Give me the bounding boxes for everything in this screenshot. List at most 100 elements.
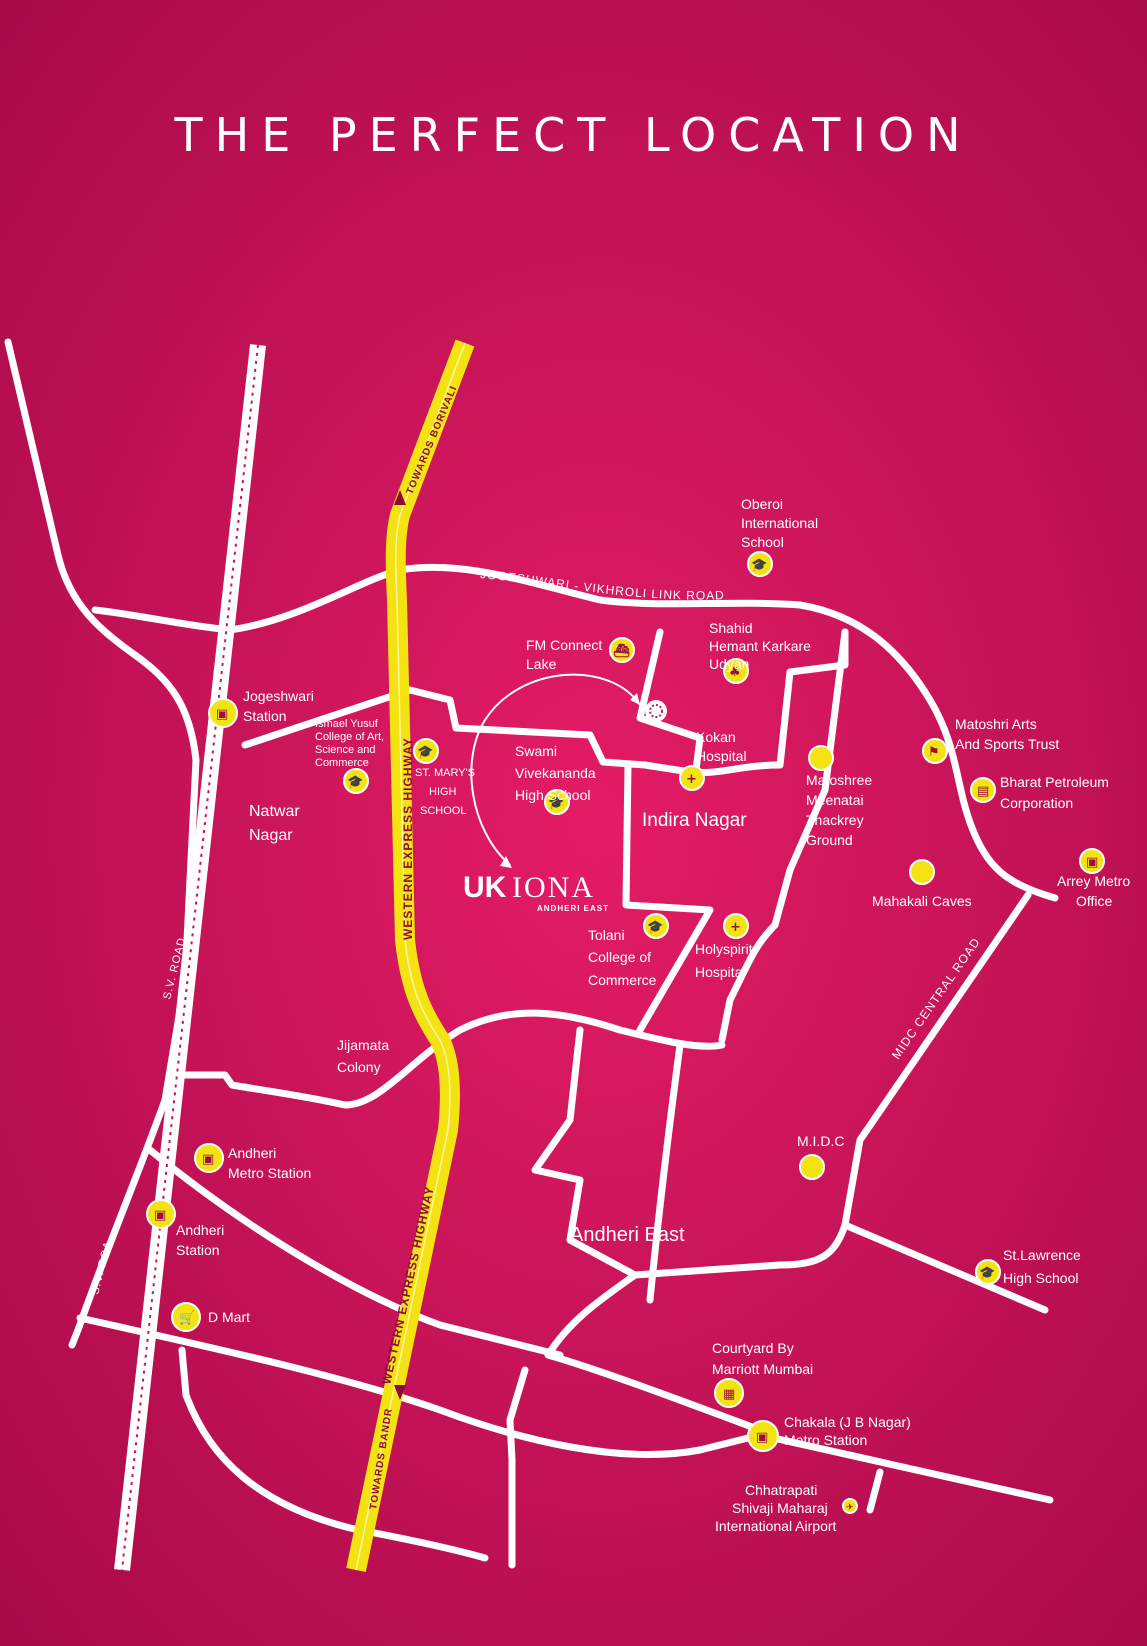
svg-text:Meenatai: Meenatai xyxy=(806,792,864,808)
logo-name: IONA xyxy=(512,871,595,904)
road-airport-spur xyxy=(866,1468,884,1514)
svg-text:SCHOOL: SCHOOL xyxy=(420,805,466,817)
svg-text:▦: ▦ xyxy=(723,1387,735,1402)
area-andheri-east: Andheri East xyxy=(570,1224,685,1246)
svg-text:Bharat Petroleum: Bharat Petroleum xyxy=(1000,774,1109,790)
svg-text:♣: ♣ xyxy=(729,665,741,680)
svg-text:Jogeshwari: Jogeshwari xyxy=(243,688,314,704)
school-icon[interactable]: 🎓 xyxy=(643,913,669,939)
hospital-icon[interactable]: + xyxy=(679,765,705,791)
label-jogeshwari-station: Jogeshwari Station xyxy=(243,688,314,724)
metro-icon[interactable]: ▣ xyxy=(747,1420,779,1452)
hospital-icon[interactable]: + xyxy=(723,913,749,939)
cart-icon[interactable]: 🛒 xyxy=(171,1302,201,1332)
svg-text:Metro Station: Metro Station xyxy=(228,1165,311,1181)
project-logo[interactable]: UK IONA ANDHERI EAST xyxy=(463,871,609,913)
area-natwar-nagar-1: Natwar xyxy=(249,803,300,820)
svg-text:▣: ▣ xyxy=(154,1208,166,1223)
logo-mark: UK xyxy=(463,871,507,904)
label-holyspirit-hospital: Holyspirit Hospital xyxy=(695,941,753,980)
svg-text:Jijamata: Jijamata xyxy=(337,1037,389,1053)
school-icon[interactable]: 🎓 xyxy=(975,1259,1001,1285)
school-icon[interactable]: 🎓 xyxy=(413,738,439,764)
airport-icon[interactable]: ✈ xyxy=(842,1498,858,1514)
svg-text:⛴: ⛴ xyxy=(613,643,630,659)
road-network xyxy=(4,338,1059,1569)
caves-icon[interactable] xyxy=(909,859,935,885)
svg-text:Lake: Lake xyxy=(526,656,557,672)
svg-text:International: International xyxy=(741,515,818,531)
sports-icon[interactable]: ⚑ xyxy=(922,738,948,764)
metro-icon[interactable]: ▣ xyxy=(1079,848,1105,874)
svg-text:Chakala (J B Nagar): Chakala (J B Nagar) xyxy=(784,1414,911,1430)
svg-text:Thackrey: Thackrey xyxy=(806,812,864,828)
road-holyspirit-south xyxy=(646,1041,684,1304)
road-st-lawrence xyxy=(841,1221,1049,1314)
svg-text:+: + xyxy=(686,772,697,787)
svg-text:Courtyard By: Courtyard By xyxy=(712,1340,794,1356)
area-indira-nagar: Indira Nagar xyxy=(642,810,747,831)
area-natwar-nagar-2: Nagar xyxy=(249,827,293,844)
svg-text:Kokan: Kokan xyxy=(696,729,736,745)
label-andheri-metro: Andheri Metro Station xyxy=(228,1145,311,1181)
svg-text:Science and: Science and xyxy=(315,744,376,756)
svg-text:HIGH: HIGH xyxy=(429,786,457,798)
svg-text:Tolani: Tolani xyxy=(588,927,625,943)
svg-text:🎓: 🎓 xyxy=(548,796,564,811)
label-ismael-college: Ismael Yusuf College of Art, Science and… xyxy=(315,718,384,769)
label-swami-vivekananda: Swami Vivekananda High School xyxy=(515,743,596,803)
svg-text:M.I.D.C: M.I.D.C xyxy=(797,1133,844,1149)
svg-text:School: School xyxy=(741,534,784,550)
svg-text:High School: High School xyxy=(515,787,591,803)
label-fm-lake: FM Connect Lake xyxy=(526,637,602,672)
svg-text:Matoshri Arts: Matoshri Arts xyxy=(955,716,1037,732)
svg-text:And Sports Trust: And Sports Trust xyxy=(955,736,1059,752)
train-icon[interactable]: ▣ xyxy=(208,698,238,728)
svg-text:Shahid: Shahid xyxy=(709,620,753,636)
road-dmart xyxy=(76,1314,1054,1504)
svg-text:🎓: 🎓 xyxy=(647,920,663,935)
midc-icon[interactable] xyxy=(799,1154,825,1180)
boat-icon[interactable]: ⛴ xyxy=(609,637,635,663)
svg-text:▤: ▤ xyxy=(977,784,989,799)
metro-icon[interactable]: ▣ xyxy=(194,1143,224,1173)
svg-text:International Airport: International Airport xyxy=(715,1518,837,1534)
page-title: THE PERFECT LOCATION xyxy=(174,108,973,162)
label-andheri-station: Andheri Station xyxy=(176,1222,224,1258)
svg-text:Corporation: Corporation xyxy=(1000,795,1073,811)
svg-text:Ismael Yusuf: Ismael Yusuf xyxy=(315,718,379,730)
road-south-vertical xyxy=(506,1366,529,1569)
park-icon[interactable]: ♣ xyxy=(723,658,749,684)
ground-icon[interactable] xyxy=(808,745,834,771)
svg-text:🛒: 🛒 xyxy=(179,1310,195,1326)
label-bharat-petroleum: Bharat Petroleum Corporation xyxy=(1000,774,1109,811)
svg-text:High School: High School xyxy=(1003,1270,1079,1286)
svg-text:Station: Station xyxy=(176,1242,220,1258)
school-icon[interactable]: 🎓 xyxy=(544,789,570,815)
school-icon[interactable]: 🎓 xyxy=(343,768,369,794)
svg-text:Oberoi: Oberoi xyxy=(741,496,783,512)
svg-text:Office: Office xyxy=(1076,893,1113,909)
road-jijamata xyxy=(181,1009,726,1109)
school-icon[interactable]: 🎓 xyxy=(747,551,773,577)
svg-text:Arrey Metro: Arrey Metro xyxy=(1057,873,1130,889)
road-dmart-loop xyxy=(178,1346,489,1562)
svg-text:Shivaji Maharaj: Shivaji Maharaj xyxy=(732,1500,828,1516)
svg-text:Station: Station xyxy=(243,708,287,724)
svg-text:Andheri: Andheri xyxy=(176,1222,224,1238)
train-icon[interactable]: ▣ xyxy=(146,1199,176,1229)
label-dmart: D Mart xyxy=(208,1309,250,1325)
label-arrey-metro: Arrey Metro Office xyxy=(1057,873,1130,909)
svg-text:▣: ▣ xyxy=(202,1152,214,1167)
svg-text:⚑: ⚑ xyxy=(928,745,940,760)
road-left-curve xyxy=(4,338,200,1349)
lake-marker-icon xyxy=(645,700,667,722)
fuel-icon[interactable]: ▤ xyxy=(970,777,996,803)
midc-central-road-label: MIDC CENTRAL ROAD xyxy=(889,935,983,1062)
hotel-icon[interactable]: ▦ xyxy=(714,1378,744,1408)
label-airport: Chhatrapati Shivaji Maharaj Internationa… xyxy=(715,1482,837,1534)
svg-text:Commerce: Commerce xyxy=(588,972,657,988)
towards-borivali-label: TOWARDS BORIVALI xyxy=(405,384,460,496)
svg-text:ST. MARY'S: ST. MARY'S xyxy=(415,767,475,779)
